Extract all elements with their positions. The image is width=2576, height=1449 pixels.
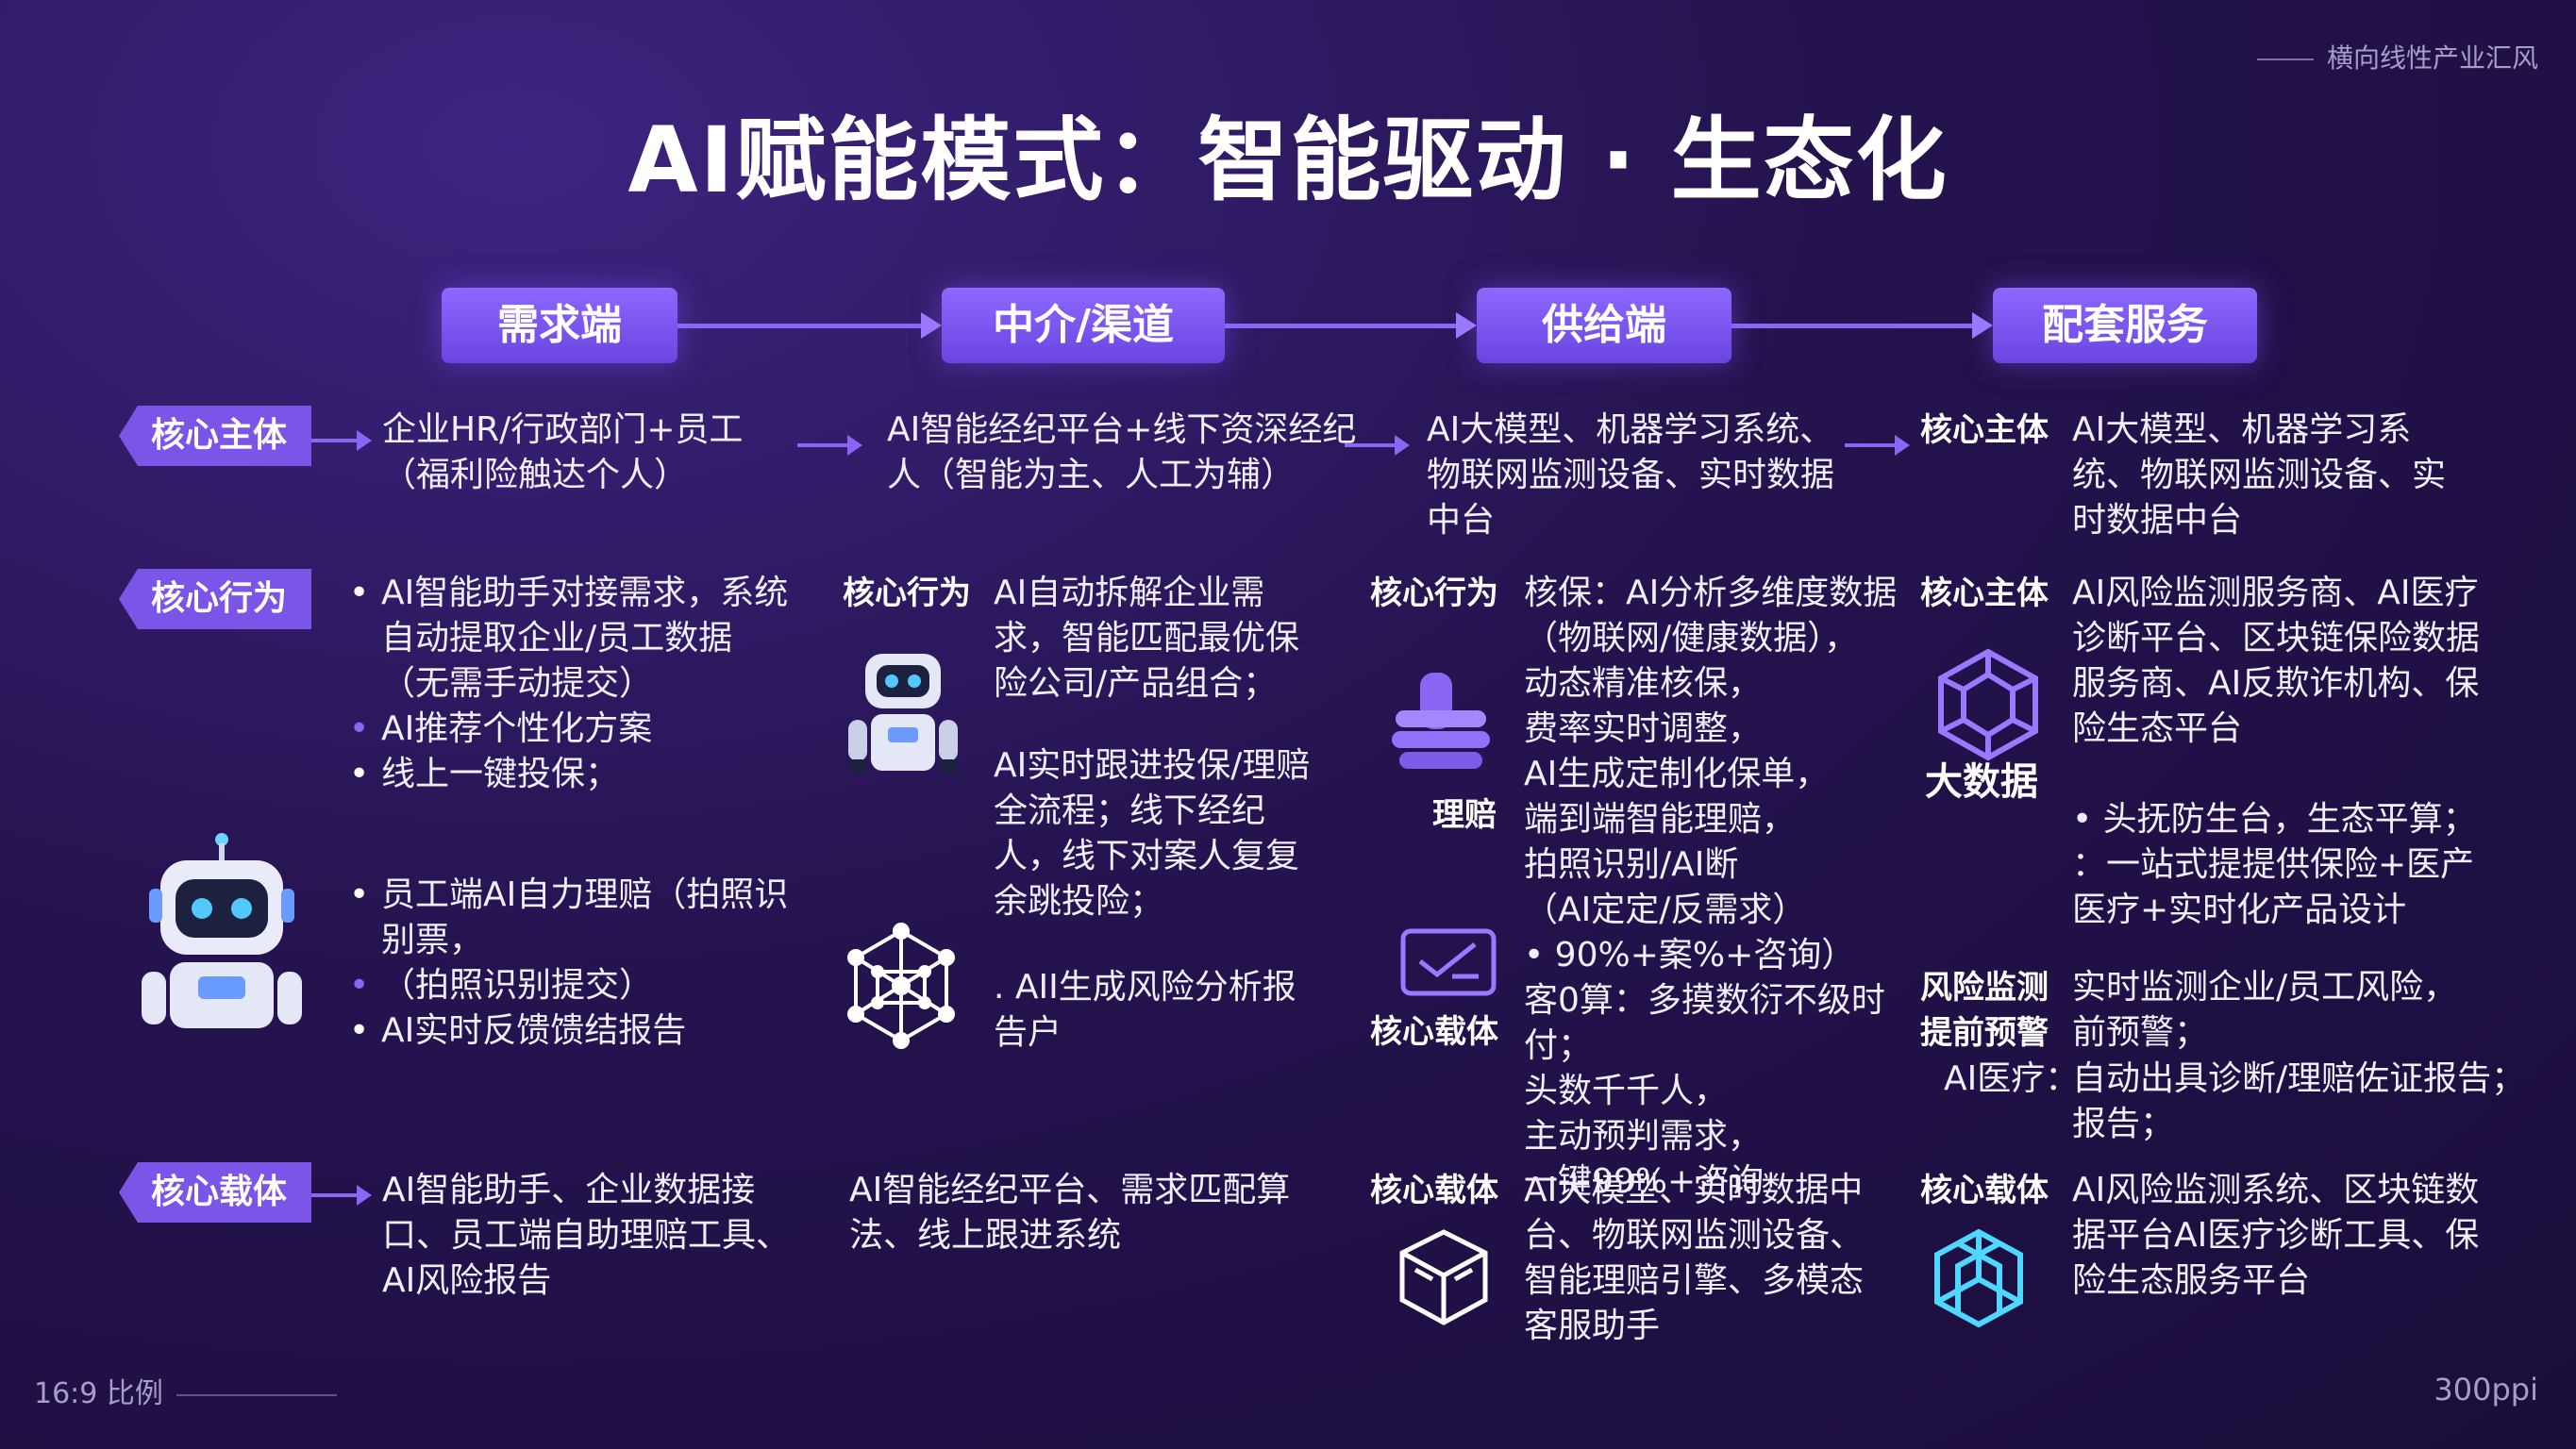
- demand-subject: 企业HR/行政部门+员工（福利险触达个人）: [382, 410, 744, 494]
- row-arrow: [1845, 435, 1910, 456]
- supply-line: AI生成定制化保单，: [1524, 755, 1830, 793]
- corner-caption-text: 横向线性产业汇风: [2326, 42, 2538, 74]
- demand-claim-list: 员工端AI自力理赔（拍照识别票， （拍照识别提交） AI实时反馈馈结报告: [349, 873, 793, 1054]
- stage-demand: 需求端: [442, 288, 677, 363]
- demand-carrier: AI智能助手、企业数据接口、员工端自助理赔工具、AI风险报告: [382, 1171, 791, 1300]
- supply-carrier: AI大模型、实时数据中台、物联网监测设备、智能理赔引擎、多模态客服助手: [1524, 1171, 1865, 1345]
- hex-knot-icon: [1930, 1226, 2029, 1330]
- service-carrier-label: 核心载体: [1920, 1172, 2049, 1209]
- stage-connector: [1225, 324, 1456, 328]
- arrow-icon: [1456, 312, 1477, 339]
- claim-card-icon: [1399, 927, 1498, 998]
- service-bullet: • 头抚防生台，生态平算；: [2072, 800, 2477, 839]
- service-subject-label: 核心主体: [1920, 411, 2049, 449]
- resolution-caption: 300ppi: [2434, 1372, 2538, 1407]
- arrow-icon: [921, 312, 942, 339]
- row-tag-carrier: 核心载体: [119, 1162, 311, 1223]
- risk-monitor-text: 实时监测企业/员工风险，前预警；: [2072, 968, 2458, 1052]
- list-item: AI智能助手对接需求，系统自动提取企业/员工数据（无需手动提交）: [349, 571, 793, 707]
- small-robot-icon: [845, 646, 962, 788]
- supply-line: 拍照识别/AI断: [1524, 845, 1739, 884]
- row-arrow: [311, 430, 372, 451]
- risk-monitor-label: 风险监测提前预警: [1920, 969, 2049, 1052]
- aspect-line: [176, 1393, 337, 1396]
- claim-label: 理赔: [1432, 796, 1497, 834]
- supply-line: • 90%+案%+咨询）: [1524, 936, 1856, 974]
- service-subject: AI大模型、机器学习系统、物联网监测设备、实时数据中台: [2072, 410, 2447, 540]
- corner-caption-top: 横向线性产业汇风: [2256, 38, 2538, 75]
- supply-line: （AI定定/反需求）: [1524, 891, 1807, 929]
- supply-behavior-label: 核心行为: [1370, 575, 1498, 612]
- supply-line: 头数千千人，: [1524, 1072, 1729, 1110]
- corner-line: [2256, 58, 2314, 60]
- neural-network-icon: [835, 920, 967, 1052]
- supply-line: 核保：AI分析多维度数据（物联网/健康数据），: [1524, 574, 1898, 658]
- supply-behavior-text: 核保：AI分析多维度数据（物联网/健康数据）， 动态精准核保， 费率实时调整， …: [1524, 571, 1920, 1205]
- channel-behavior-3: . AII生成风险分析报告户: [994, 968, 1296, 1052]
- stage-channel: 中介/渠道: [942, 288, 1225, 363]
- supply-carrier-side-label: 核心载体: [1370, 1013, 1498, 1051]
- list-item: （拍照识别提交）: [349, 963, 793, 1008]
- page-title: AI赋能模式：智能驱动 · 生态化: [627, 108, 1949, 213]
- row-tag-behavior: 核心行为: [119, 569, 311, 629]
- supply-carrier-label: 核心载体: [1370, 1172, 1498, 1209]
- channel-behavior-2: AI实时跟进投保/理赔全流程；线下经纪人，线下对案人复复余跳投险；: [994, 746, 1311, 921]
- arrow-icon: [1972, 312, 1993, 339]
- service-bullets: • 头抚防生台，生态平算； ：一站式提提供保险+医产医疗+实时化产品设计: [2072, 797, 2497, 933]
- hand-stack-icon: [1382, 665, 1500, 783]
- channel-subject: AI智能经纪平台+线下资深经纪人（智能为主、人工为辅）: [887, 410, 1357, 494]
- supply-line: 端到端智能理赔，: [1524, 800, 1797, 839]
- big-data-hex-icon: [1930, 646, 2048, 764]
- supply-line: 一键99%+咨询: [1524, 1162, 1765, 1201]
- channel-behavior-label: 核心行为: [843, 575, 971, 612]
- row-arrow: [1345, 435, 1410, 456]
- list-item: AI实时反馈馈结报告: [349, 1008, 793, 1054]
- list-item: 线上一键投保；: [349, 752, 793, 797]
- aspect-caption: 16:9 比例: [34, 1370, 337, 1411]
- service-bullet: ：一站式提提供保险+医产医疗+实时化产品设计: [2072, 845, 2475, 929]
- big-data-label: 大数据: [1925, 760, 2038, 804]
- service-carrier: AI风险监测系统、区块链数据平台AI医疗诊断工具、保险生态服务平台: [2072, 1171, 2480, 1300]
- supply-line: 动态精准核保，: [1524, 664, 1763, 703]
- cube-icon: [1397, 1226, 1491, 1330]
- stage-supply: 供给端: [1477, 288, 1731, 363]
- service-behavior-label: 核心主体: [1920, 575, 2049, 612]
- list-item: AI推荐个性化方案: [349, 707, 793, 752]
- channel-behavior-1: AI自动拆解企业需求，智能匹配最优保险公司/产品组合；: [994, 574, 1300, 703]
- medical-text: 自动出具诊断/理赔佐证报告；报告；: [2072, 1059, 2526, 1143]
- medical-label: AI医疗：: [1944, 1059, 2080, 1098]
- service-behavior-text: AI风险监测服务商、AI医疗诊断平台、区块链保险数据服务商、AI反欺诈机构、保险…: [2072, 574, 2481, 748]
- aspect-caption-text: 16:9 比例: [34, 1377, 163, 1410]
- row-tag-subject: 核心主体: [119, 406, 311, 466]
- supply-line: 主动预判需求，: [1524, 1117, 1763, 1156]
- row-arrow: [797, 435, 862, 456]
- demand-behavior-list: AI智能助手对接需求，系统自动提取企业/员工数据（无需手动提交） AI推荐个性化…: [349, 571, 793, 797]
- supply-subject: AI大模型、机器学习系统、物联网监测设备、实时数据中台: [1427, 410, 1835, 540]
- stage-connector: [677, 324, 921, 328]
- channel-carrier: AI智能经纪平台、需求匹配算法、线上跟进系统: [849, 1171, 1291, 1255]
- list-item: 员工端AI自力理赔（拍照识别票，: [349, 873, 793, 963]
- stage-service: 配套服务: [1993, 288, 2257, 363]
- row-arrow: [311, 1185, 372, 1206]
- robot-icon: [132, 830, 311, 1028]
- supply-line: 费率实时调整，: [1524, 709, 1763, 748]
- supply-line: 客0算：多摸数衍不级时付；: [1524, 981, 1885, 1065]
- stage-connector: [1731, 324, 1972, 328]
